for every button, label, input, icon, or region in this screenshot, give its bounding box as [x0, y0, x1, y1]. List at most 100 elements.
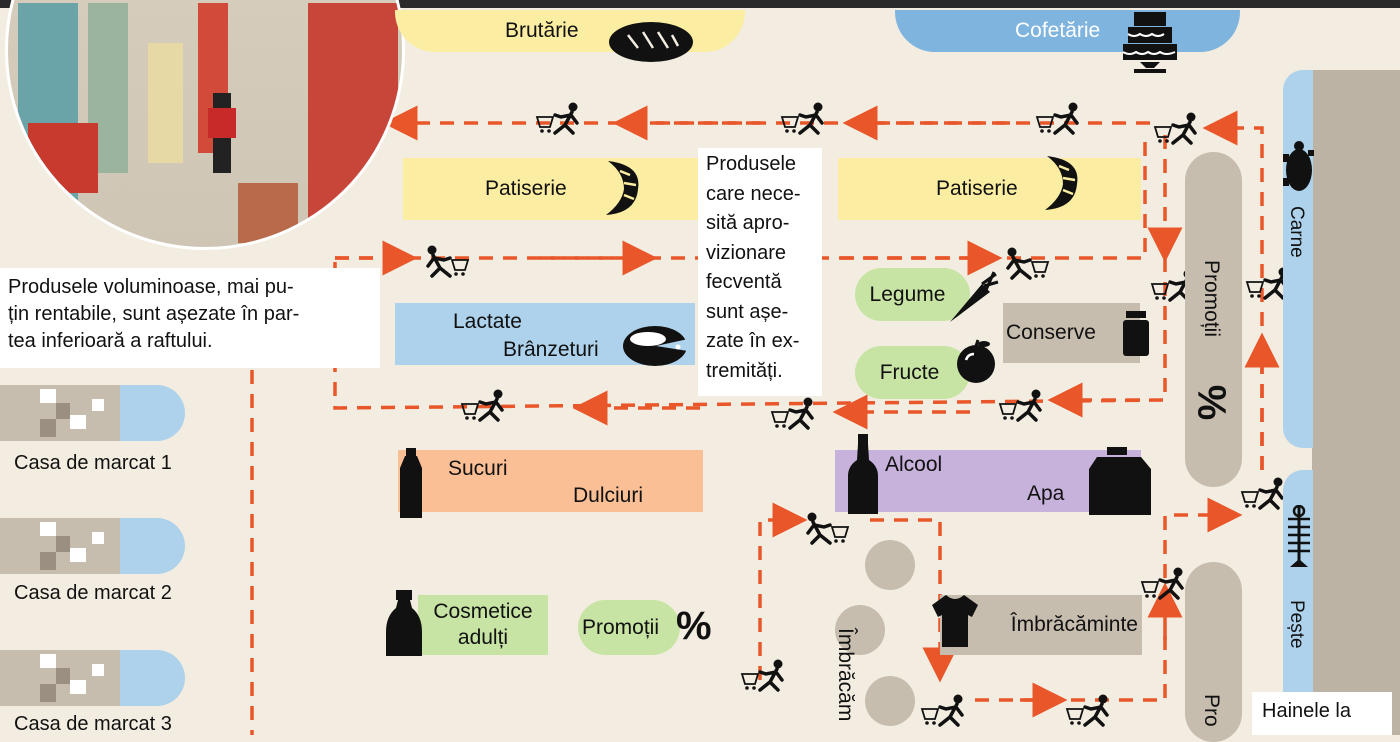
- note-line: Produsele: [706, 153, 797, 175]
- shopper-icon: [770, 395, 815, 430]
- clothing-rack: [865, 676, 915, 726]
- shopper-icon: [740, 657, 785, 692]
- fish-bone-icon: [1288, 505, 1310, 567]
- note-line: Produsele voluminoase, mai pu-: [8, 276, 294, 298]
- store-wall: [1312, 70, 1400, 735]
- section-label: Carne: [1286, 206, 1307, 258]
- note-line: Hainele la: [1262, 700, 1351, 722]
- section-label: Îmbrăcăminte: [1010, 613, 1138, 636]
- shopper-icon: [1005, 245, 1050, 280]
- section-label: Alcool: [885, 453, 943, 476]
- clothing-rack: [865, 540, 915, 590]
- cosmetic-bottle-icon: [386, 590, 422, 656]
- route-right-up: [1202, 110, 1264, 470]
- percent-icon: %: [1189, 384, 1234, 421]
- shopper-icon: [425, 243, 470, 278]
- supermarket-photo: [5, 0, 405, 250]
- jar-icon: [1123, 311, 1149, 356]
- clothing-rack: [835, 605, 885, 655]
- bread-icon: [609, 22, 693, 62]
- cake-icon: [1122, 12, 1177, 73]
- section-label: Cofetărie: [1015, 19, 1101, 42]
- shopper-icon: [535, 100, 580, 135]
- shopper-icon: [1245, 265, 1290, 300]
- cashier-3: [0, 650, 195, 706]
- section-patiserie-left: Patiserie: [403, 158, 703, 220]
- shopper-icon: [460, 387, 505, 422]
- cashier-label: Casa de marcat 2: [14, 582, 172, 604]
- section-label: Promoții: [582, 615, 660, 639]
- shopper-icon: [1240, 475, 1285, 510]
- note-line: fecventă: [706, 271, 782, 293]
- shopper-icon: [1065, 692, 1110, 727]
- section-label: Patiserie: [485, 177, 567, 200]
- shopper-icon: [920, 692, 965, 727]
- section-cofetarie: Cofetărie: [895, 10, 1240, 52]
- shopper-icon: [780, 100, 825, 135]
- note-clothing: Hainele la: [1252, 692, 1392, 735]
- section-label: Fructe: [879, 360, 940, 384]
- note-line: sită apro-: [706, 212, 790, 234]
- route-lower: [333, 258, 1167, 410]
- percent-icon: %: [676, 604, 712, 648]
- shopper-icon: [1153, 110, 1198, 145]
- section-promotii-right: Promoții %: [1185, 152, 1242, 487]
- section-label: Pro: [1200, 694, 1223, 727]
- route-bottom-loop: [758, 502, 808, 680]
- wine-bottle-icon: [848, 434, 878, 514]
- section-label: Patiserie: [936, 177, 1018, 200]
- section-label: Legume: [869, 282, 946, 306]
- note-line: zate în ex-: [706, 330, 800, 352]
- cashier-2: [0, 518, 195, 574]
- note-bulky-products: Produsele voluminoase, mai pu- țin renta…: [0, 268, 380, 368]
- section-legume: Legume: [855, 268, 970, 321]
- section-promotii-bottom: Pro: [1185, 562, 1242, 742]
- note-line: țin rentabile, sunt așezate în par-: [8, 303, 300, 325]
- note-line: tea inferioară a raftului.: [8, 330, 213, 352]
- apple-icon: [957, 339, 995, 383]
- section-label: Brutărie: [505, 19, 579, 42]
- top-caption-bar: [0, 0, 1400, 8]
- section-patiserie-right: Patiserie: [838, 158, 1141, 220]
- croissant-icon: [1045, 156, 1078, 210]
- route-middle: [335, 140, 1147, 260]
- note-line: sunt așe-: [706, 300, 789, 323]
- section-label: Promoții: [1200, 260, 1223, 338]
- cashier-1: [0, 385, 195, 441]
- section-label: Conserve: [1006, 321, 1096, 344]
- section-conserve: Conserve: [1003, 303, 1140, 363]
- cashier-label: Casa de marcat 3: [14, 713, 172, 735]
- bottle-icon: [400, 448, 422, 518]
- shopper-icon: [1140, 565, 1185, 600]
- section-promotii-left: Promoții: [578, 600, 680, 655]
- section-label: Lactate: [453, 310, 522, 333]
- pig-icon: [1283, 141, 1314, 191]
- note-line: care nece-: [706, 182, 801, 205]
- section-label: Apa: [1027, 482, 1065, 505]
- section-fructe: Fructe: [855, 346, 970, 399]
- section-carne: Carne: [1283, 70, 1313, 448]
- shopper-icon: [805, 510, 850, 545]
- water-jug-icon: [1089, 447, 1151, 515]
- tshirt-icon: [932, 595, 978, 647]
- shopper-icon: [998, 387, 1043, 422]
- note-line: vizionare: [706, 241, 787, 264]
- section-label: Cosmetice: [433, 600, 533, 623]
- cashier-label: Casa de marcat 1: [14, 452, 172, 474]
- section-imbracaminte-vertical: Îmbrăcăm: [834, 628, 857, 722]
- section-sucuri-dulciuri: Sucuri Dulciuri: [398, 450, 703, 512]
- section-label: Dulciuri: [573, 484, 644, 507]
- section-label: Sucuri: [448, 457, 508, 480]
- section-label: adulți: [457, 626, 509, 649]
- note-line: tremități.: [706, 359, 783, 382]
- section-label: Pește: [1286, 600, 1307, 649]
- note-frequent-products: Produsele care nece- sită apro- vizionar…: [698, 148, 822, 396]
- section-cosmetice: Cosmetice adulți: [418, 595, 548, 655]
- shopper-icon: [1035, 100, 1080, 135]
- section-alcool-apa: Alcool Apa: [835, 450, 1141, 512]
- carrot-icon: [950, 271, 999, 322]
- section-label: Brânzeturi: [503, 338, 599, 361]
- cheese-icon: [623, 326, 688, 366]
- croissant-icon: [606, 161, 639, 215]
